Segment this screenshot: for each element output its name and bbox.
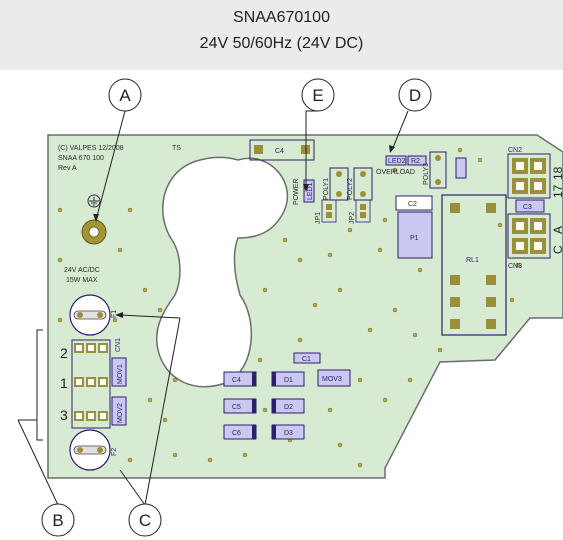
terminal-3-label: 3 xyxy=(60,407,68,423)
capacitor-small xyxy=(455,157,467,179)
capacitor-c3: C3 xyxy=(515,199,545,213)
diode-d3: D3 xyxy=(271,424,305,440)
svg-text:D2: D2 xyxy=(284,404,293,411)
svg-text:C5: C5 xyxy=(232,404,241,411)
callout-b: B xyxy=(41,503,75,537)
terminal-17-label: 17 xyxy=(551,184,563,198)
svg-text:D1: D1 xyxy=(284,377,293,384)
relay-rl1: RL1 xyxy=(441,194,507,336)
power-label: POWER xyxy=(293,179,300,205)
callout-a: A xyxy=(108,78,142,112)
svg-text:C2: C2 xyxy=(408,201,417,208)
copyright-text: (C) VALPES 12/2008 xyxy=(58,145,124,152)
svg-text:F2: F2 xyxy=(111,448,118,456)
svg-text:MOV2: MOV2 xyxy=(117,403,124,423)
led-led1: LED1 xyxy=(303,179,315,203)
svg-text:LED2: LED2 xyxy=(388,158,406,165)
connector-cn1: CN1 xyxy=(71,338,122,429)
fuse-f1: F1 xyxy=(69,294,118,336)
terminal-2-label: 2 xyxy=(60,345,68,361)
callout-d: D xyxy=(398,78,432,112)
svg-text:D: D xyxy=(409,86,421,105)
svg-text:C6: C6 xyxy=(232,430,241,437)
connector-cn3: CN3 xyxy=(507,213,551,270)
title-banner: SNAA670100 24V 50/60Hz (24V DC) xyxy=(0,0,563,70)
polyfuse-poly2: POLY2 xyxy=(347,167,373,201)
svg-text:CN1: CN1 xyxy=(115,338,122,352)
svg-text:POLY1: POLY1 xyxy=(323,178,330,200)
potentiometer-p1: P1 xyxy=(397,211,433,259)
svg-text:CN2: CN2 xyxy=(508,147,522,154)
svg-text:C1: C1 xyxy=(302,356,311,363)
svg-text:P1: P1 xyxy=(410,235,419,242)
svg-text:E: E xyxy=(312,86,323,105)
svg-text:A: A xyxy=(119,86,131,105)
capacitor-c6: C6 xyxy=(223,424,257,440)
diode-d1: D1 xyxy=(271,371,305,387)
svg-text:JP2: JP2 xyxy=(349,212,356,224)
svg-text:CN3: CN3 xyxy=(508,263,522,270)
resistor-r2: R2 xyxy=(407,155,427,166)
terminal-a-label: A xyxy=(551,226,563,234)
board-cutout xyxy=(155,156,289,388)
varistor-mov3: MOV3 xyxy=(317,369,351,387)
svg-text:D3: D3 xyxy=(284,430,293,437)
led-led2: LED2 xyxy=(385,155,407,166)
varistor-mov2: MOV2 xyxy=(111,396,127,426)
terminal-18-label: 18 xyxy=(551,166,563,180)
svg-text:RL1: RL1 xyxy=(466,257,479,264)
capacitor-c4-low: C4 xyxy=(223,371,257,387)
capacitor-c5: C5 xyxy=(223,398,257,414)
svg-text:C4: C4 xyxy=(275,148,284,155)
ground-icon xyxy=(87,194,101,208)
svg-text:JP1: JP1 xyxy=(315,212,322,224)
terminal-c-label: C xyxy=(551,245,563,254)
svg-text:B: B xyxy=(52,511,63,530)
svg-text:POLY2: POLY2 xyxy=(347,178,354,200)
polyfuse-poly1: POLY1 xyxy=(323,167,349,201)
svg-text:R2: R2 xyxy=(411,158,420,165)
svg-text:LED1: LED1 xyxy=(307,182,314,200)
jumper-jp2: JP2 xyxy=(349,199,371,224)
svg-text:C: C xyxy=(139,511,151,530)
svg-text:F1: F1 xyxy=(111,310,118,318)
varistor-mov1: MOV1 xyxy=(111,357,127,387)
supply-rating-power: 15W MAX xyxy=(66,277,98,284)
svg-text:C4: C4 xyxy=(232,377,241,384)
board-revision: Rev A xyxy=(58,165,77,172)
diode-d2: D2 xyxy=(271,398,305,414)
voltage-rating: 24V 50/60Hz (24V DC) xyxy=(199,35,364,52)
terminal-1-label: 1 xyxy=(60,375,68,391)
connector-cn2: CN2 xyxy=(507,147,551,199)
board-part-code: SNAA 670 100 xyxy=(58,155,104,162)
jumper-jp1: JP1 xyxy=(315,199,337,224)
svg-text:MOV3: MOV3 xyxy=(322,376,342,383)
capacitor-c2: C2 xyxy=(395,195,433,211)
ts-mark: TS xyxy=(172,145,181,152)
part-number: SNAA670100 xyxy=(233,9,330,26)
fuse-f2: F2 xyxy=(69,429,118,471)
supply-rating-voltage: 24V AC/DC xyxy=(64,267,100,274)
capacitor-c1: C1 xyxy=(293,352,321,364)
svg-text:C3: C3 xyxy=(523,204,532,211)
svg-text:MOV1: MOV1 xyxy=(117,364,124,384)
callout-c: C xyxy=(128,503,162,537)
overload-label: OVERLOAD xyxy=(376,169,415,176)
polyfuse-poly3: POLY3 xyxy=(423,151,447,189)
callout-e: E xyxy=(301,78,335,112)
svg-text:POLY3: POLY3 xyxy=(423,163,430,185)
